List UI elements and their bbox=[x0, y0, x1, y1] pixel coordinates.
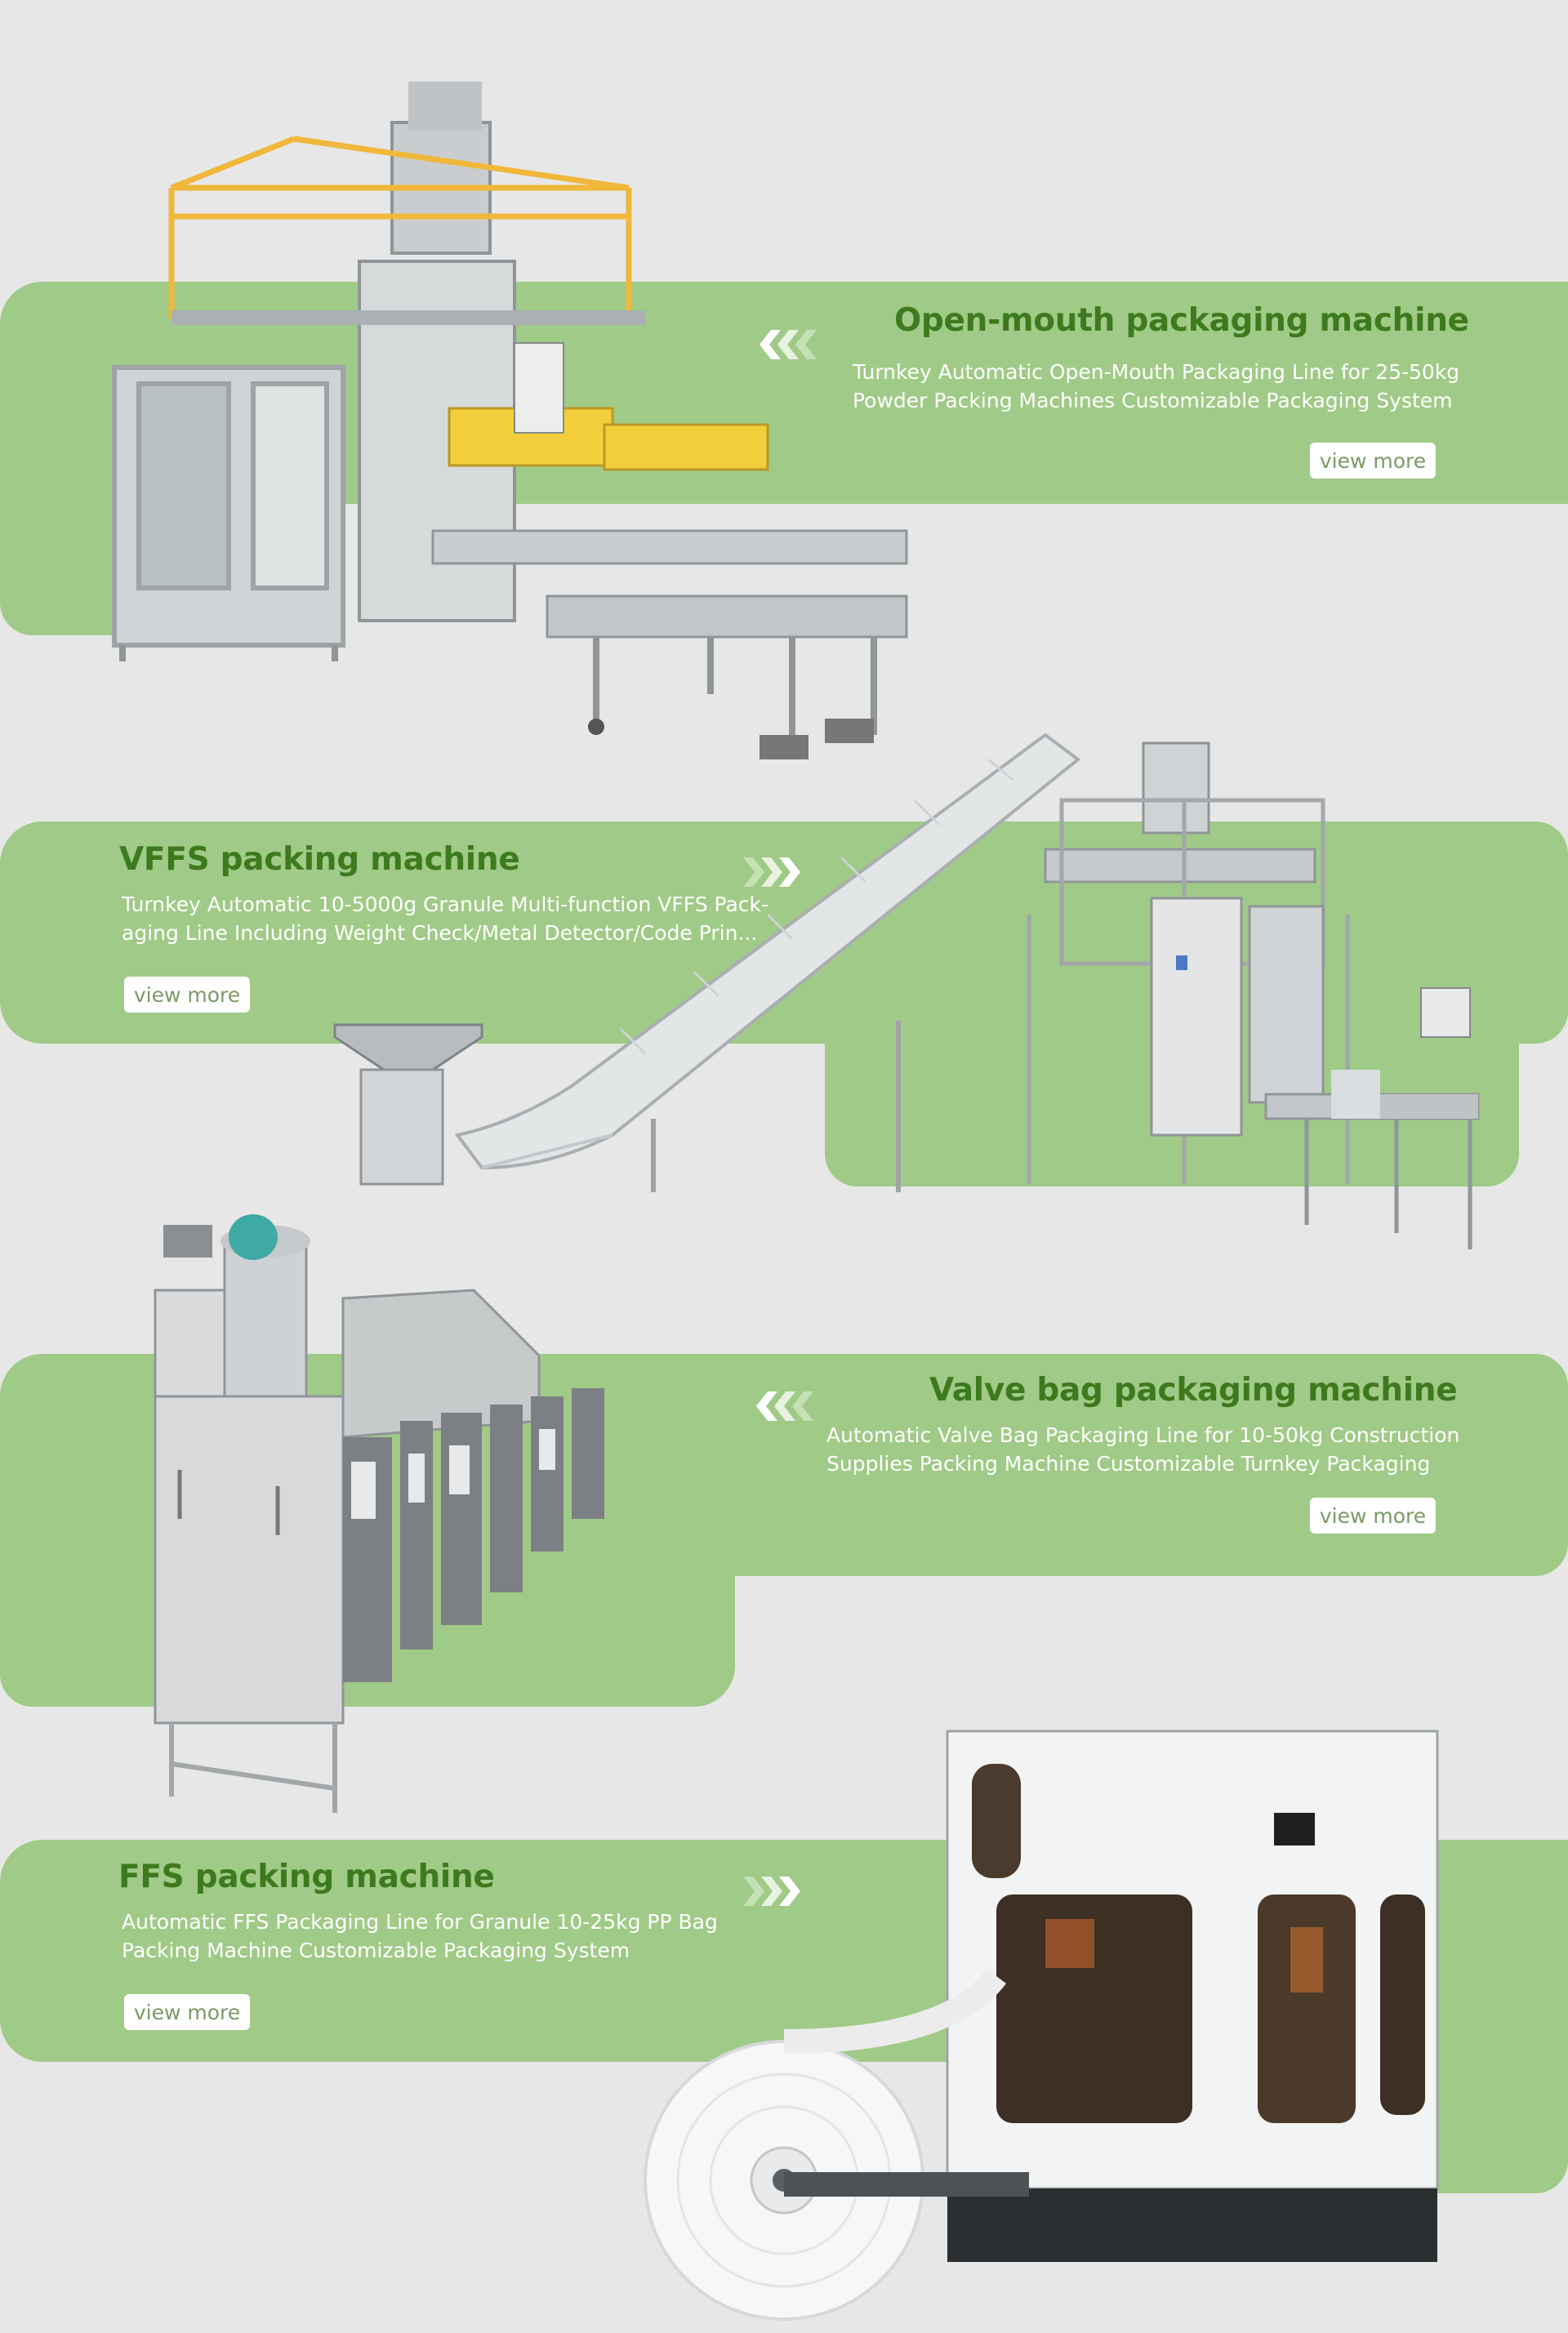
chevron-right-triple-icon bbox=[743, 857, 800, 887]
view-more-button[interactable]: view more bbox=[124, 977, 250, 1013]
section-title: VFFS packing machine bbox=[119, 841, 520, 878]
section-description: Automatic FFS Packaging Line for Granule… bbox=[122, 1908, 718, 1965]
section-title: FFS packing machine bbox=[118, 1859, 495, 1895]
band-edge bbox=[1519, 282, 1568, 504]
view-more-button[interactable]: view more bbox=[1310, 443, 1436, 479]
section-description: Automatic Valve Bag Packaging Line for 1… bbox=[826, 1421, 1459, 1478]
vffs-machine-image bbox=[333, 732, 1480, 1249]
section-title: Open-mouth packaging machine bbox=[894, 302, 1469, 339]
view-more-button[interactable]: view more bbox=[1310, 1498, 1436, 1534]
chevron-left-triple-icon bbox=[756, 1391, 813, 1421]
description-line: Turnkey Automatic 10-5000g Granule Multi… bbox=[122, 893, 769, 916]
open-mouth-machine-image bbox=[112, 82, 908, 759]
view-more-button[interactable]: view more bbox=[124, 1994, 250, 2030]
chevron-right-triple-icon bbox=[743, 1877, 800, 1906]
section-title: Valve bag packaging machine bbox=[929, 1372, 1458, 1409]
description-line: Supplies Packing Machine Customizable Tu… bbox=[826, 1452, 1431, 1476]
description-line: Automatic Valve Bag Packaging Line for 1… bbox=[826, 1423, 1460, 1447]
description-line: Powder Packing Machines Customizable Pac… bbox=[853, 389, 1453, 412]
section-description: Turnkey Automatic Open-Mouth Packaging L… bbox=[853, 358, 1459, 415]
ffs-machine-image bbox=[644, 1730, 1439, 2321]
section-description: Turnkey Automatic 10-5000g Granule Multi… bbox=[122, 890, 768, 947]
chevron-left-triple-icon bbox=[760, 330, 817, 359]
description-line: aging Line Including Weight Check/Metal … bbox=[122, 921, 758, 945]
description-line: Automatic FFS Packaging Line for Granule… bbox=[122, 1910, 718, 1934]
description-line: Turnkey Automatic Open-Mouth Packaging L… bbox=[853, 360, 1460, 384]
description-line: Packing Machine Customizable Packaging S… bbox=[122, 1939, 630, 1962]
valve-bag-machine-image bbox=[154, 1214, 604, 1813]
